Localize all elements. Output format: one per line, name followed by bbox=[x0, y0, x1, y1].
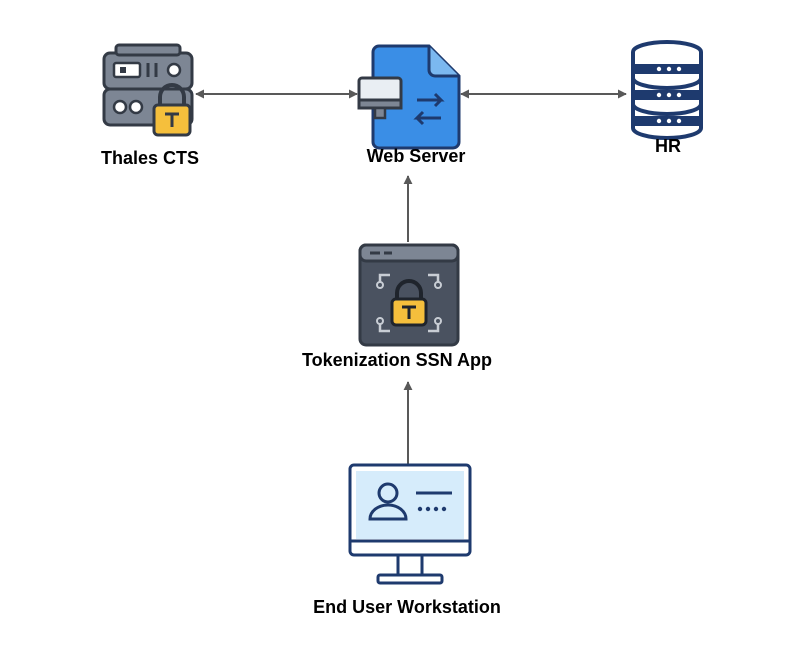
file-sync-monitor-icon bbox=[357, 44, 461, 150]
database-icon bbox=[631, 40, 703, 140]
node-label-thales-cts: Thales CTS bbox=[100, 148, 200, 168]
node-label-tokenization-ssn-app: Tokenization SSN App bbox=[301, 350, 493, 370]
node-label-web-server: Web Server bbox=[366, 146, 466, 166]
monitor-profile-icon bbox=[348, 463, 472, 585]
node-label-hr: HR bbox=[655, 136, 681, 156]
server-lock-icon bbox=[102, 43, 194, 137]
node-label-end-user-workstation: End User Workstation bbox=[313, 597, 501, 617]
app-window-lock-icon bbox=[358, 243, 460, 347]
